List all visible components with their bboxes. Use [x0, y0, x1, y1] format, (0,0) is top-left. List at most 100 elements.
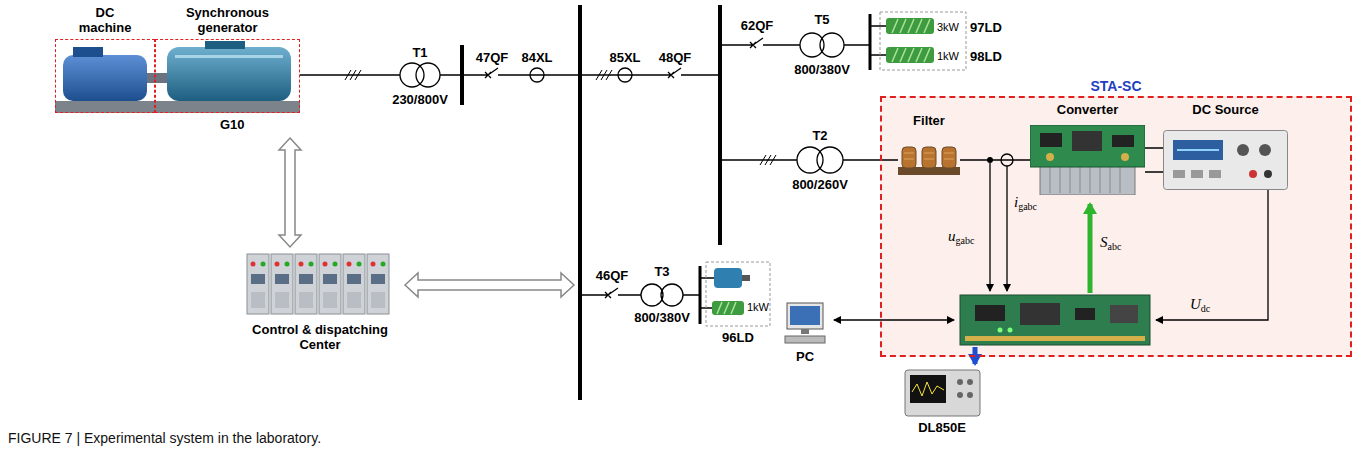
component-photo-part — [1040, 133, 1062, 147]
load-bus — [869, 14, 872, 70]
breaker-label: 47QF — [476, 50, 509, 65]
control-panel-photo-part — [367, 254, 389, 314]
signal-name: S — [1100, 234, 1108, 250]
voltage-ratio: 800/380V — [794, 62, 850, 77]
component-photo-part — [1173, 140, 1223, 160]
control-panel-photo-part — [299, 292, 313, 308]
control-panel-photo-part — [323, 274, 337, 284]
load-rating: 3kW — [937, 21, 959, 34]
resistor-hatch — [717, 302, 736, 314]
component-photo-part — [1264, 170, 1272, 178]
control-panel-photo-part — [275, 262, 280, 267]
node-text: DC Source — [1163, 102, 1288, 117]
component-photo-part — [1030, 125, 1145, 167]
control-panel-photo — [245, 250, 395, 318]
signal-name: i — [1014, 194, 1018, 210]
hollow-double-arrow — [405, 273, 574, 297]
resistor-load — [886, 47, 934, 63]
breaker-symbol — [748, 38, 766, 48]
control-panel-photo-part — [275, 292, 289, 308]
pc-stand — [801, 329, 809, 334]
machine-photo-part — [55, 101, 300, 113]
filter-module: Filter — [898, 113, 960, 175]
dashed-frame — [155, 39, 300, 113]
voltage-ratio: 800/260V — [792, 177, 848, 192]
recorder-knob — [957, 379, 963, 385]
transformer-coil — [661, 284, 683, 306]
control-panel-photo-part — [295, 254, 317, 314]
load-box — [880, 12, 966, 70]
component-photo-part — [1259, 144, 1271, 156]
control-panel-photo-part — [261, 262, 266, 267]
control-panel-photo-part — [347, 292, 361, 308]
signal-subscript: gabc — [1018, 201, 1037, 212]
control-panel-photo-part — [357, 262, 362, 267]
component-photo-part — [1191, 170, 1203, 178]
resistor-load — [712, 301, 744, 315]
signal-name: u — [948, 228, 956, 244]
component-photo-part — [922, 147, 936, 168]
machine-frame: Synchronous generator — [155, 5, 300, 113]
node-text: STA-SC — [880, 78, 1352, 95]
control-panel-photo-part — [381, 262, 386, 267]
component-photo-part — [1121, 153, 1129, 161]
signal-line — [989, 163, 990, 291]
resistor-hatch — [892, 19, 930, 33]
component-photo-part — [1164, 131, 1288, 190]
transformer-coil — [416, 63, 440, 87]
control-panel-photo-part — [371, 274, 385, 284]
control-panel-photo-part — [323, 292, 337, 308]
load-label: 96LD — [722, 330, 754, 345]
component-photo-part — [942, 147, 956, 168]
component-photo — [1030, 125, 1145, 195]
control-panel-photo-part — [347, 274, 361, 284]
recorder-screen — [910, 375, 946, 403]
resistor-load — [886, 18, 934, 34]
board-led — [1008, 328, 1013, 333]
machine-photo-part — [205, 41, 245, 49]
component-photo-part — [1040, 165, 1135, 195]
three-phase-mark — [345, 70, 776, 165]
switching-signal-arrow — [1088, 204, 1093, 293]
transformer-coil — [817, 147, 843, 173]
board-connector — [965, 336, 1145, 341]
transformer-coil — [820, 33, 844, 57]
power-wire — [1145, 148, 1163, 172]
board-chip — [975, 305, 1005, 321]
control-panel-photo-part — [299, 274, 313, 284]
control-panel-photo-part — [285, 262, 290, 267]
machine-photo-part — [167, 47, 291, 101]
node-text: Converter — [1030, 102, 1145, 117]
control-panel-photo-part — [371, 292, 385, 308]
node-text: Control & dispatching Center — [240, 322, 400, 352]
recorder-trace — [912, 382, 944, 396]
control-panel-photo-part — [343, 254, 365, 314]
component-photo-part — [1163, 130, 1288, 190]
device-label: DL850E — [918, 420, 966, 435]
component-photo-part — [1072, 131, 1102, 151]
component-photo-part — [898, 145, 960, 175]
main-bus — [578, 5, 582, 400]
voltage-ratio: 800/380V — [634, 310, 690, 325]
control-panel-photo-part — [309, 262, 314, 267]
control-panel-photo-part — [247, 254, 269, 314]
signal-name: U — [1190, 296, 1201, 312]
load-label: 98LD — [970, 49, 1002, 64]
signal-subscript: dc — [1201, 303, 1210, 314]
signal-line — [1156, 190, 1268, 320]
component-photo-part — [1237, 144, 1249, 156]
machine-photo — [55, 41, 300, 113]
breaker-symbol — [666, 68, 684, 78]
breaker-label: 48QF — [659, 50, 692, 65]
transformer-label: T1 — [412, 45, 427, 60]
hollow-double-arrow — [279, 138, 301, 247]
recorder-knob — [967, 379, 973, 385]
component-photo-part — [1046, 153, 1054, 161]
machine-photo-part — [175, 55, 283, 58]
generator-set: G10DC machineSynchronous generator — [55, 5, 300, 135]
control-panel-photo-part — [333, 262, 338, 267]
node-text: Synchronous generator — [178, 5, 278, 35]
control-panel-photo-part — [275, 274, 289, 284]
node-text: DC machine — [70, 5, 140, 35]
